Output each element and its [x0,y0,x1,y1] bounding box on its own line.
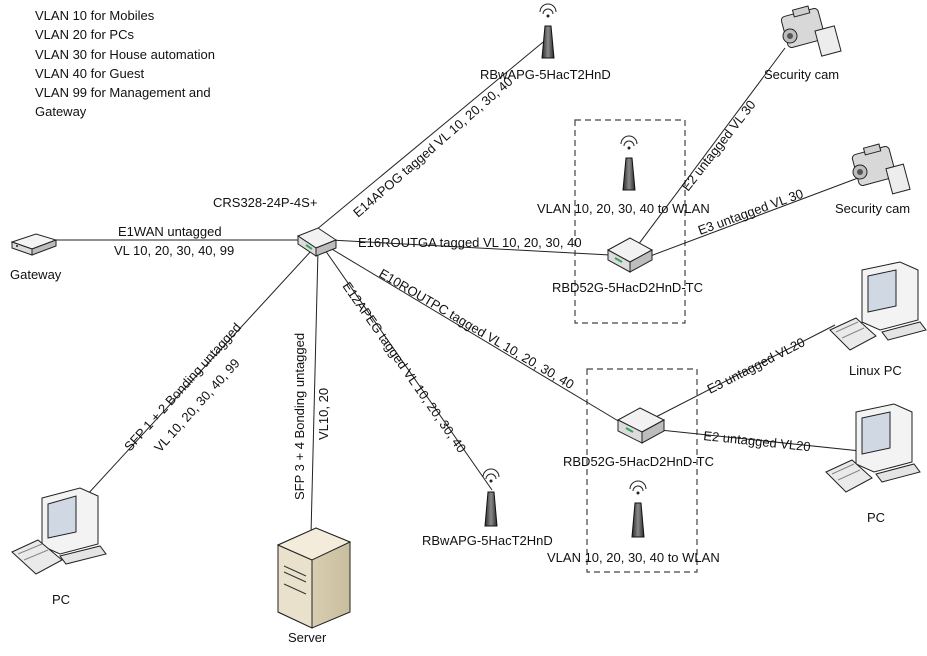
pc-icon [829,261,927,351]
link-pc-right [659,429,871,453]
access-point-icon [482,468,500,527]
link-router-lower [329,247,626,426]
pc-right-label: PC [867,510,885,525]
link-label: E14APOG tagged VL 10, 20, 30, 40 [350,74,515,221]
link-label: E3 untagged VL20 [705,334,808,396]
wlan-label: VLAN 10, 20, 30, 40 to WLAN [547,550,720,565]
router-upper-label: RBD52G-5HacD2HnD-TC [552,280,703,295]
link-pc-left [74,249,313,509]
link-label: E16ROUTGA tagged VL 10, 20, 30, 40 [358,235,582,250]
link-cam-mid [644,177,859,259]
cam-top-label: Security cam [764,67,839,82]
vlan-legend: VLAN 10 for Mobiles VLAN 20 for PCs VLAN… [35,6,225,122]
pc-left-label: PC [52,592,70,607]
lower-router-group [586,368,698,573]
pc-icon [825,403,921,493]
gateway-label: Gateway [10,267,62,282]
ap-bottom-label: RBwAPG-5HacT2HnD [422,533,553,548]
link-label: E2 untagged VL 30 [679,97,759,194]
access-point-icon [539,3,557,59]
switch-label: CRS328-24P-4S+ [213,195,317,210]
link-label: VL10, 20 [316,388,331,440]
link-ap-top [315,37,549,231]
router-icon [616,407,666,444]
link-label: E3 untagged VL 30 [696,186,805,238]
link-label: VL 10, 20, 30, 40, 99 [114,243,234,258]
connections [55,37,871,576]
link-label: E2 untagged VL20 [703,428,812,454]
pc-icon [11,487,107,575]
server-icon [276,527,352,629]
link-server [309,249,319,576]
router-lower-label: RBD52G-5HacD2HnD-TC [563,454,714,469]
linux-pc-label: Linux PC [849,363,902,378]
legend-item: VLAN 99 for Management and Gateway [35,85,211,120]
legend-item: VLAN 40 for Guest [35,65,145,81]
gateway-icon [10,233,58,256]
access-point-icon [620,135,638,191]
link-cam-top [631,47,786,254]
legend-item: VLAN 20 for PCs [35,27,134,43]
legend-item: VLAN 30 for House automation [35,46,215,62]
link-label: E1WAN untagged [118,224,222,239]
link-label: SFP 3 + 4 Bonding untagged [292,333,307,500]
link-ap-bottom [324,249,493,491]
upper-router-group [574,119,686,324]
legend-item: VLAN 10 for Mobiles [35,8,155,23]
ap-top-label: RBwAPG-5HacT2HnD [480,67,611,82]
link-label: SFP 1 + 2 Bonding untagged [121,320,244,454]
switch-icon [296,227,338,257]
wlan-label: VLAN 10, 20, 30, 40 to WLAN [537,201,710,216]
router-icon [606,237,654,273]
cam-mid-label: Security cam [835,201,910,216]
access-point-icon [629,480,647,538]
link-router-upper [329,239,611,256]
security-camera-icon [780,5,842,57]
security-camera-icon [851,143,911,195]
link-linux-pc [647,324,836,422]
server-label: Server [288,630,327,645]
